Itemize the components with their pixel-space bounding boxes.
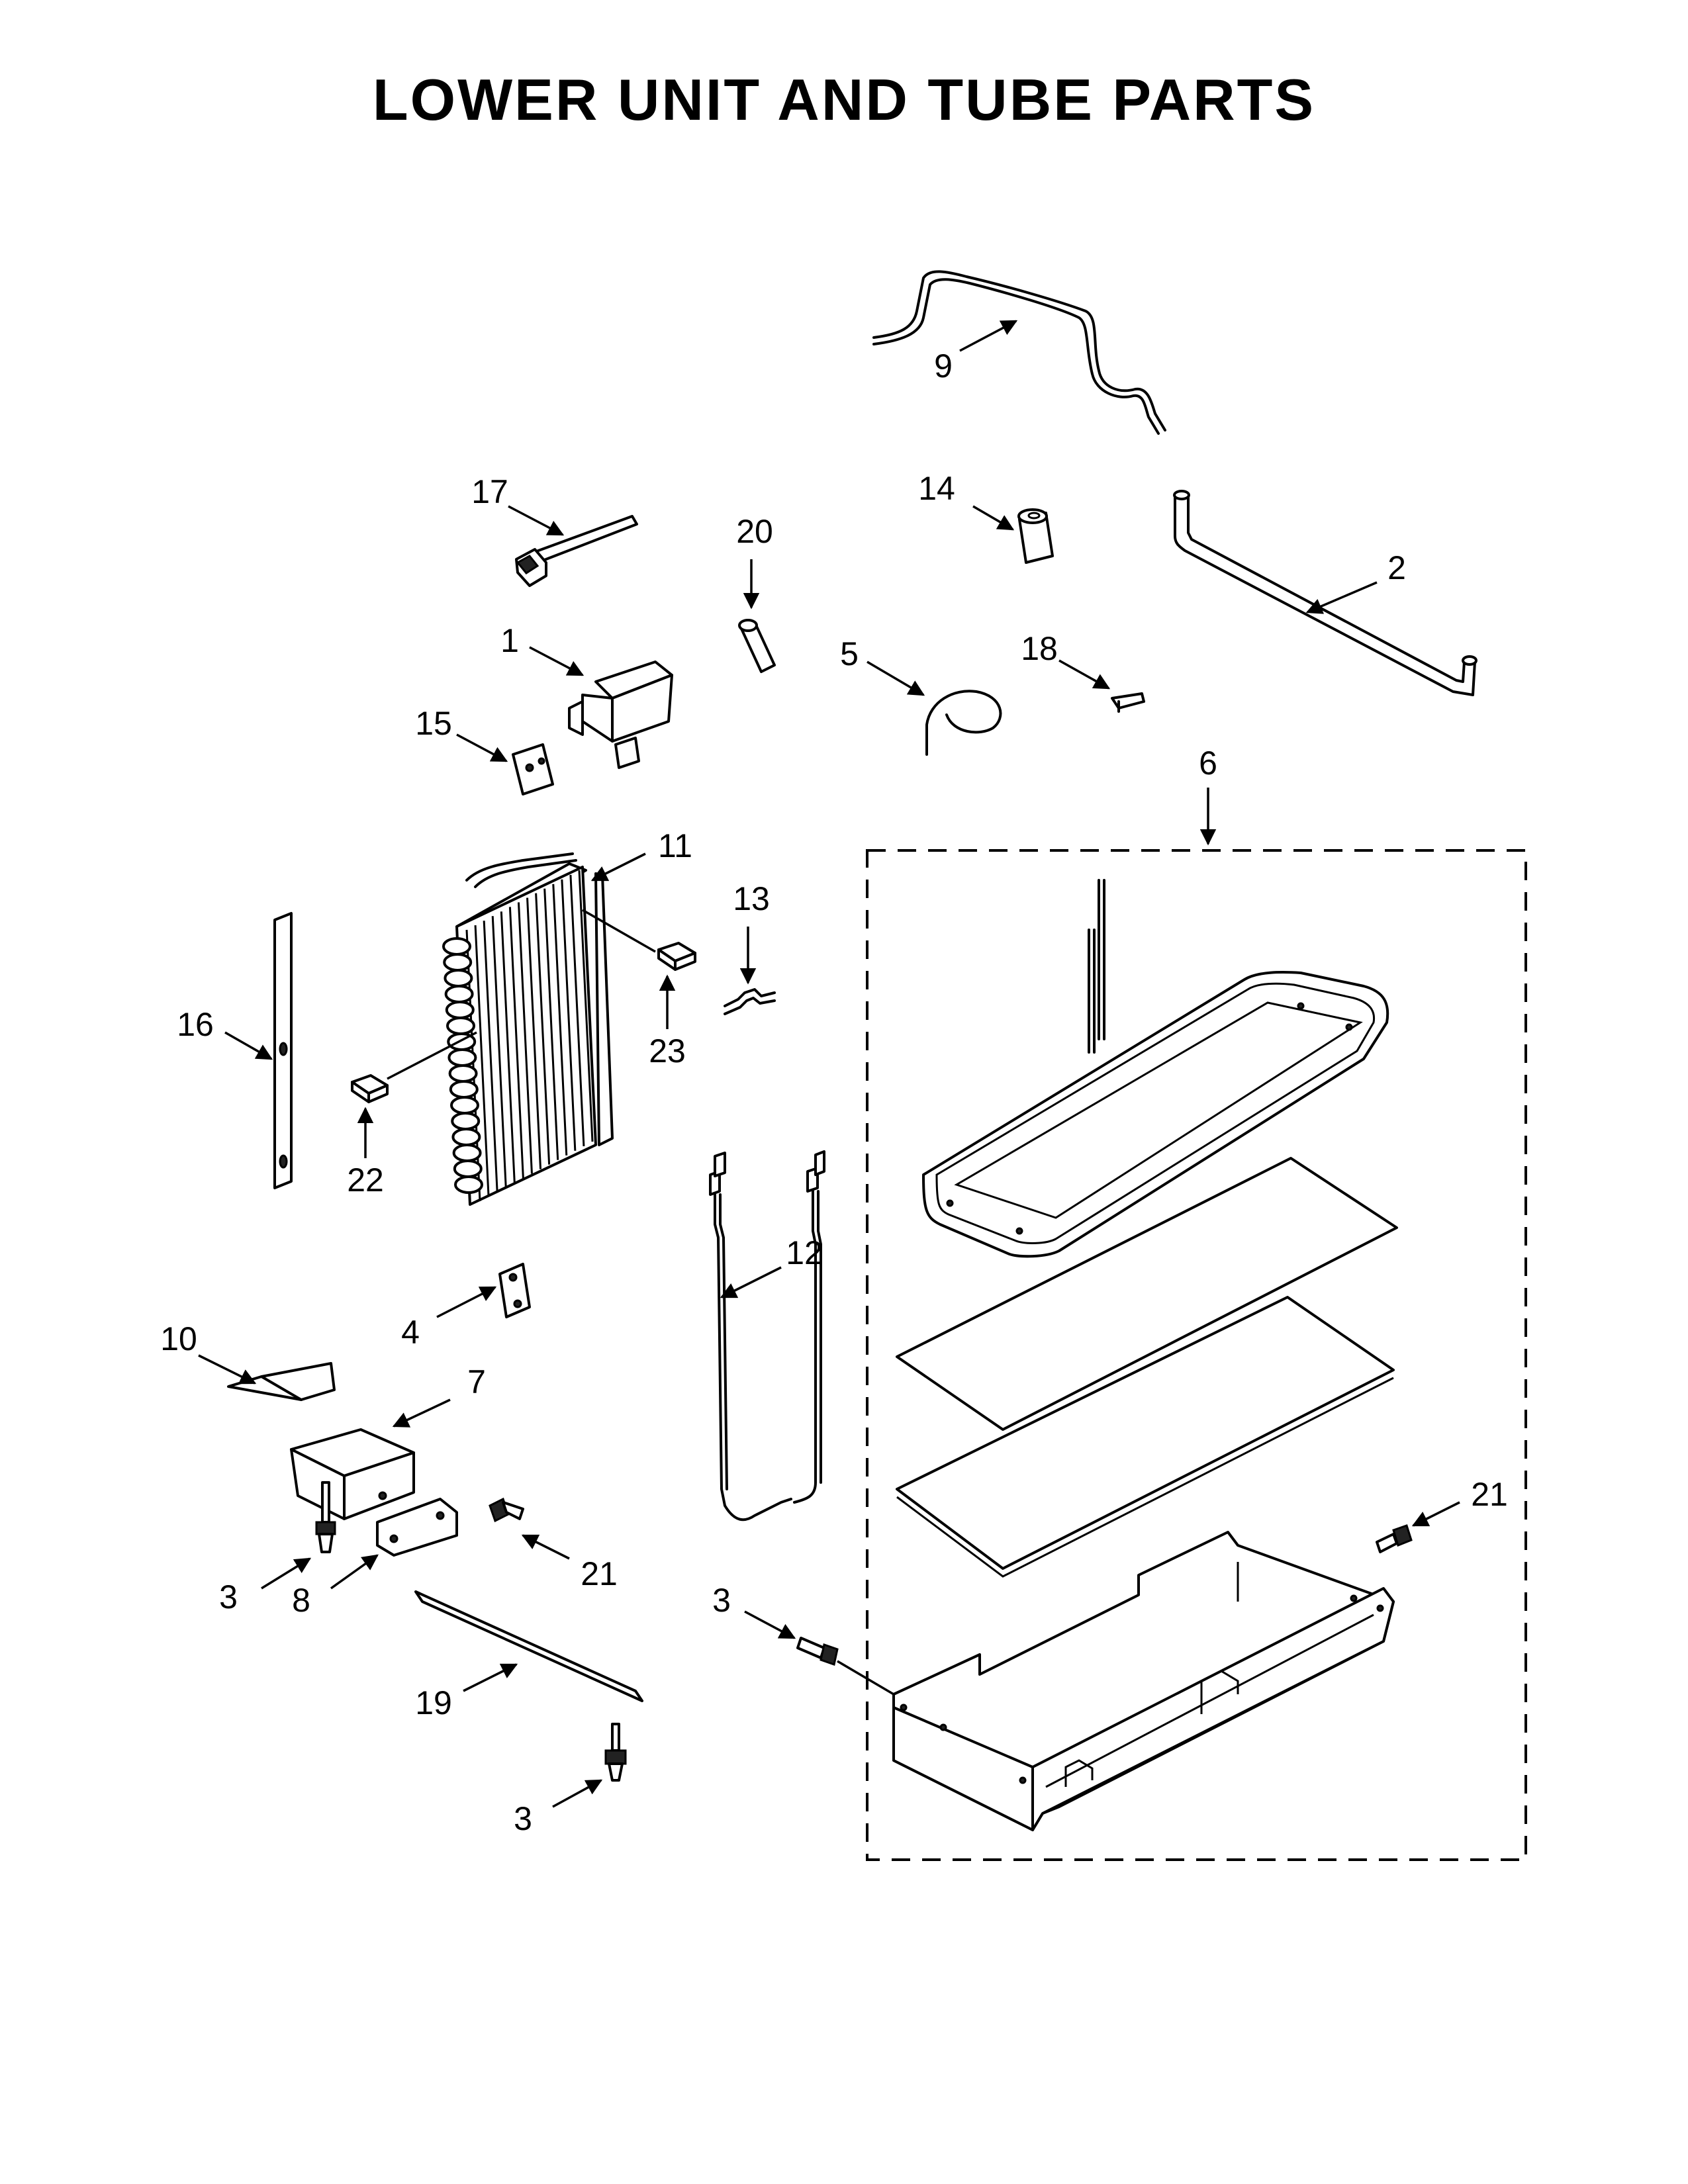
part-21-screw-left[interactable] [489,1497,524,1523]
part-21-screw-right[interactable] [1376,1524,1413,1553]
callout-7: 7 [467,1363,486,1400]
callout-20: 20 [736,513,773,550]
callout-3-bottom: 3 [514,1800,532,1837]
part-17-cable-tie[interactable] [515,515,638,587]
part-20-tube[interactable] [738,619,776,673]
callout-labels: 9 17 20 14 2 1 5 18 15 6 11 13 16 22 23 … [160,347,1508,1837]
callout-1: 1 [500,622,519,659]
callout-11: 11 [658,827,692,864]
callout-21-right: 21 [1471,1476,1508,1513]
part-15-plate[interactable] [512,743,554,796]
leader-lines [198,320,1460,1808]
part-5-capillary[interactable] [925,690,1002,756]
part-3-screw-left[interactable] [315,1481,336,1553]
callout-13: 13 [733,880,770,917]
part-13-clip[interactable] [724,988,776,1015]
callout-5: 5 [840,635,859,672]
callout-3-right: 3 [712,1582,731,1619]
part-8-plate[interactable] [376,1498,458,1557]
callout-18: 18 [1021,630,1058,667]
callout-17: 17 [471,473,508,510]
part-10-shield[interactable] [227,1362,336,1401]
part-3-screw-bottom[interactable] [604,1723,627,1782]
callout-2: 2 [1387,549,1406,586]
callout-14: 14 [918,470,955,507]
callout-23: 23 [649,1032,686,1069]
callout-19: 19 [415,1684,452,1721]
callout-12: 12 [786,1234,823,1271]
part-6-assembly[interactable] [866,849,1527,1861]
part-12-sensor-wire[interactable] [709,1150,825,1522]
part-11-evaporator[interactable] [442,852,614,1206]
part-19-strip[interactable] [414,1590,643,1702]
part-4-bracket[interactable] [498,1263,531,1318]
part-2-tube[interactable] [1173,490,1477,696]
part-14-sleeve[interactable] [1017,508,1054,564]
callout-15: 15 [415,705,452,742]
part-22-pad[interactable] [351,1074,389,1103]
part-7-bracket[interactable] [290,1428,415,1520]
callout-22: 22 [347,1161,384,1199]
callout-8: 8 [292,1582,310,1619]
callout-3-left: 3 [219,1578,238,1615]
part-16-strip[interactable] [273,912,293,1189]
part-9-tube[interactable] [872,270,1166,435]
part-3-screw-right[interactable] [796,1637,839,1666]
callout-16: 16 [177,1006,214,1043]
part-1-bracket[interactable] [568,660,673,769]
callout-6: 6 [1199,745,1217,782]
diagram-title: LOWER UNIT AND TUBE PARTS [372,67,1316,132]
callout-21-left: 21 [581,1555,618,1592]
callout-4: 4 [401,1314,420,1351]
part-18-clip[interactable] [1111,692,1145,713]
callout-9: 9 [934,347,953,385]
callout-10: 10 [160,1320,197,1357]
part-23-pad[interactable] [657,942,696,971]
